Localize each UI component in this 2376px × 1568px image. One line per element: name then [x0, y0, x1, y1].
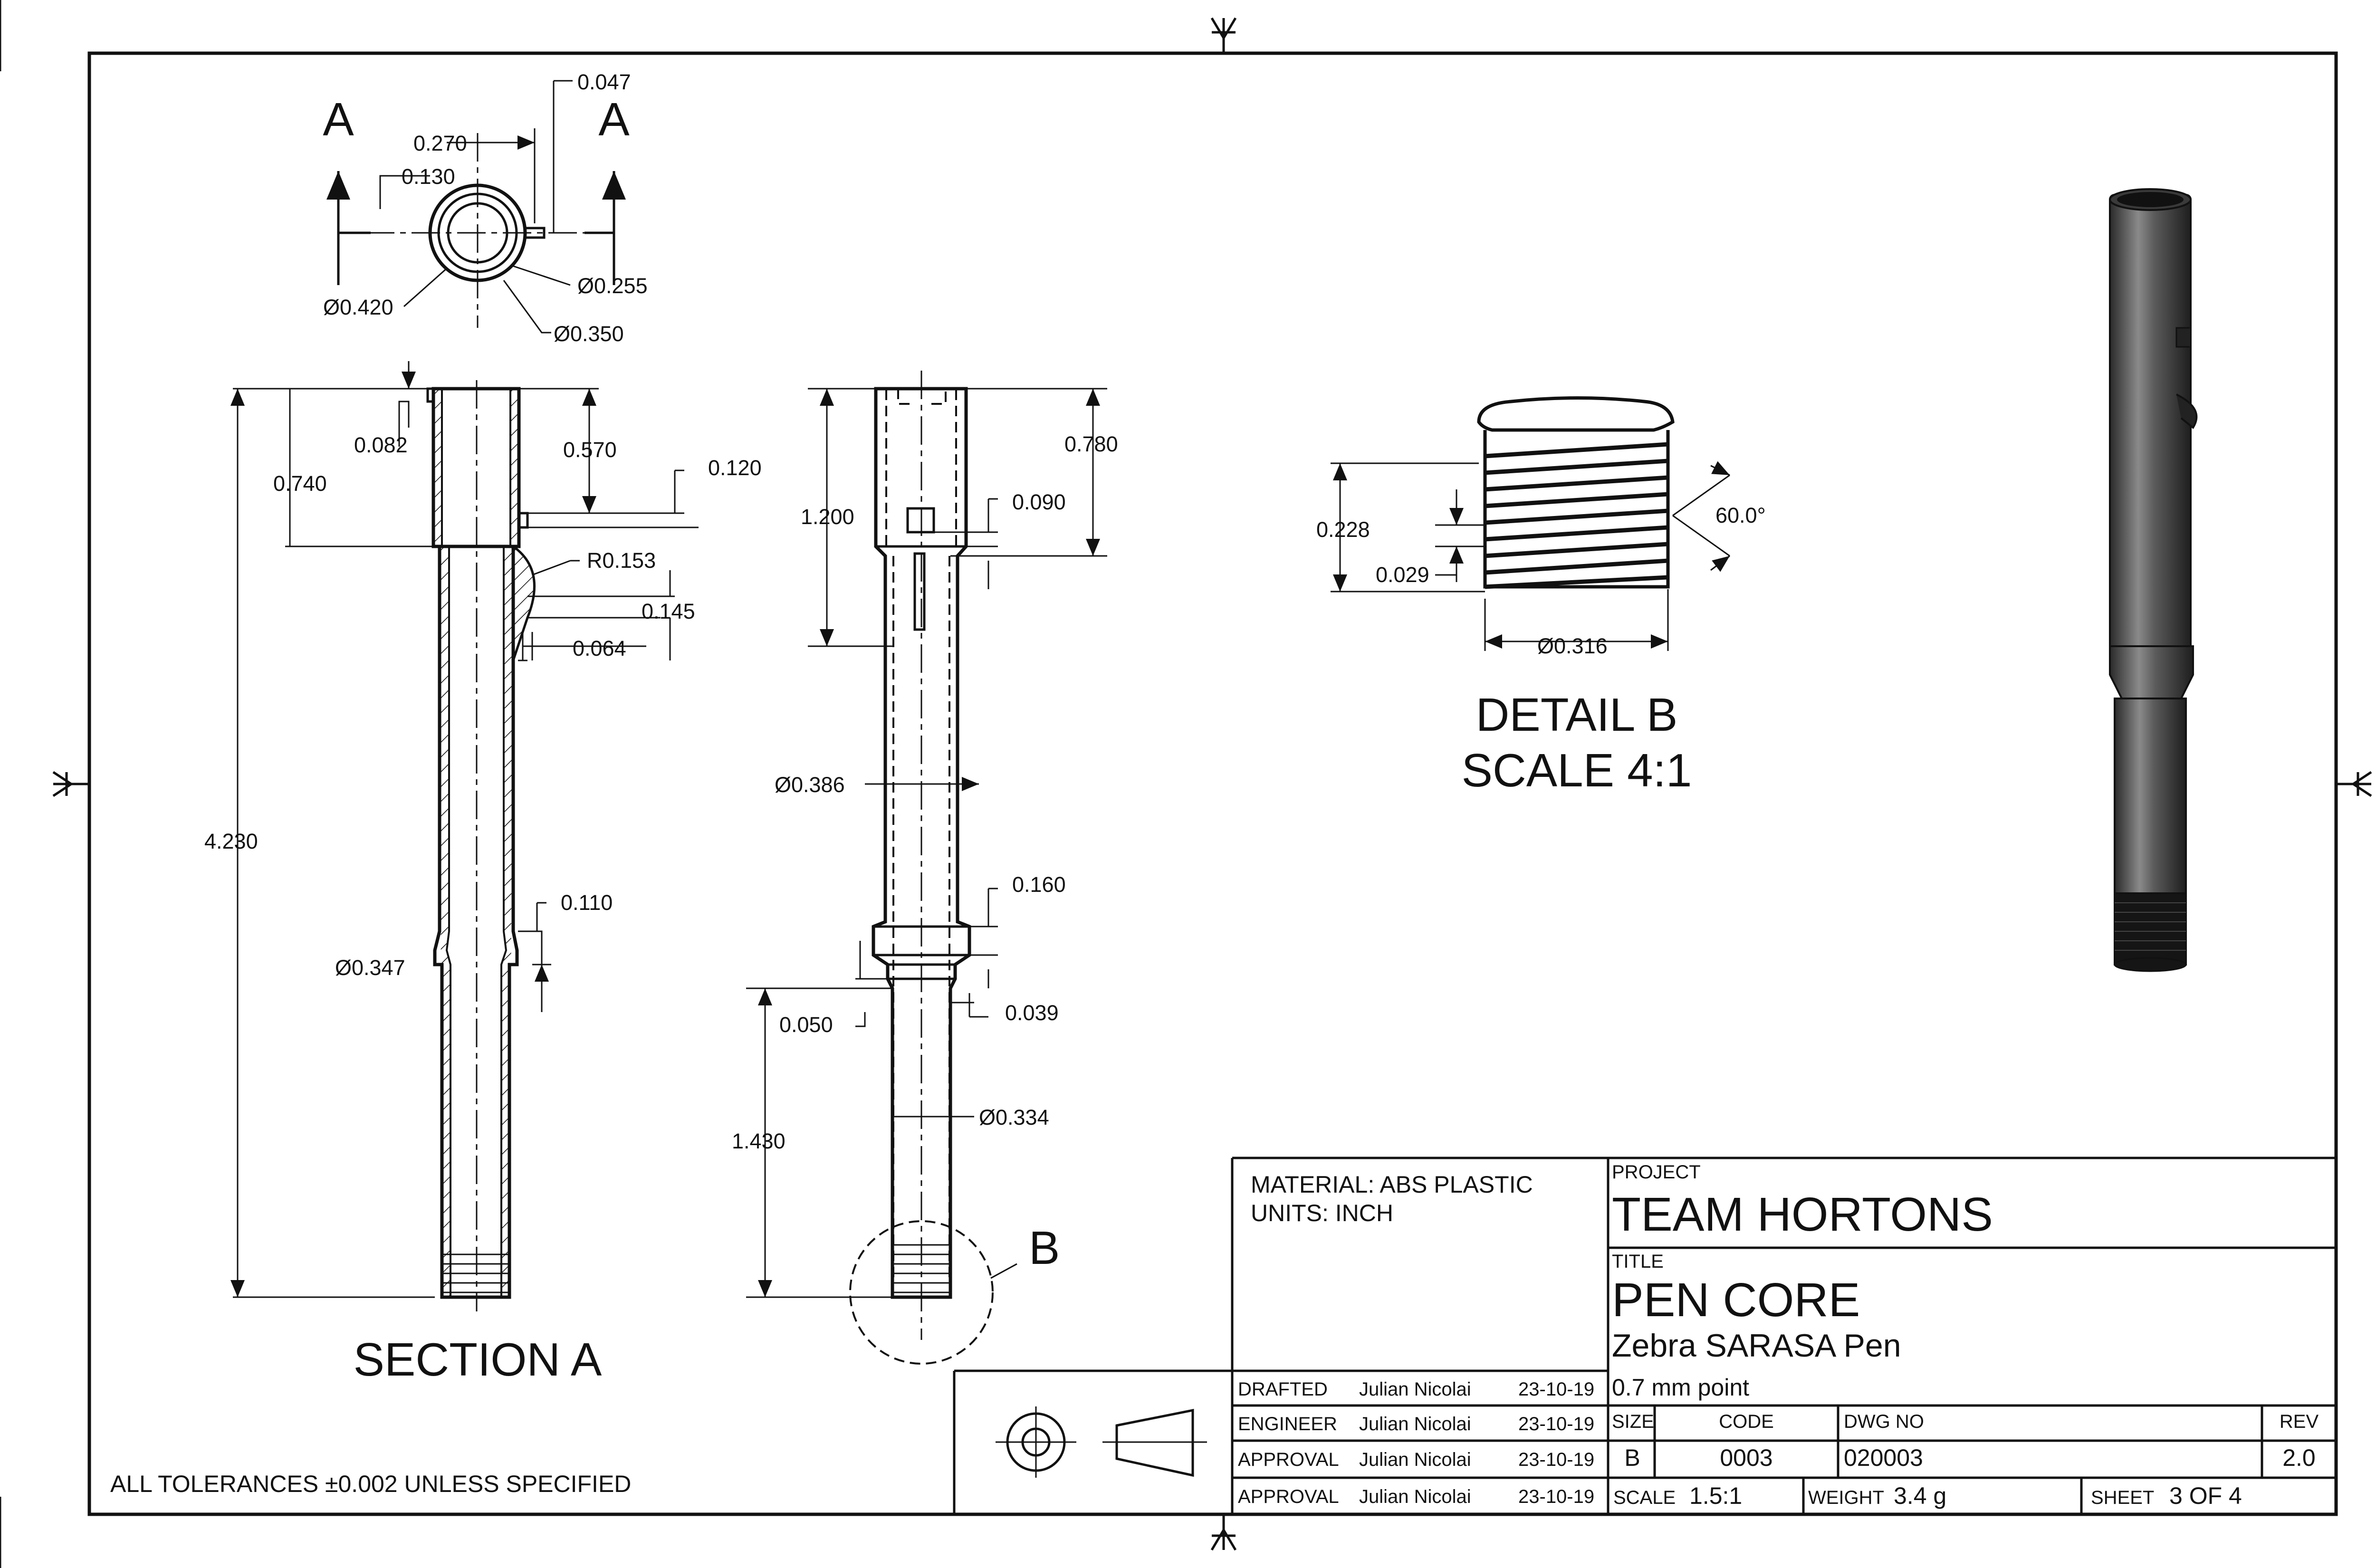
weight-label: WEIGHT — [1808, 1487, 1884, 1508]
detail-b-callout-letter: B — [1029, 1222, 1060, 1274]
dwg-no-label: DWG NO — [1844, 1411, 1924, 1432]
dim-0-082: 0.082 — [354, 433, 408, 457]
material-text: MATERIAL: ABS PLASTIC — [1251, 1171, 1533, 1198]
dim-0-570: 0.570 — [563, 438, 617, 462]
sheet-value: 3 OF 4 — [2169, 1482, 2242, 1509]
weight-value: 3.4 g — [1894, 1482, 1946, 1509]
dim-0-064: 0.064 — [573, 636, 626, 660]
units-text: UNITS: INCH — [1251, 1200, 1393, 1226]
right-center-marker — [2336, 771, 2372, 797]
approval1-label: APPROVAL — [1238, 1449, 1339, 1470]
dim-dia-0-316: Ø0.316 — [1537, 634, 1608, 658]
section-a-view — [230, 361, 699, 1311]
scale-value: 1.5:1 — [1689, 1482, 1742, 1509]
rev-label: REV — [2280, 1411, 2319, 1432]
drafted-date: 23-10-19 — [1518, 1379, 1594, 1400]
code-label: CODE — [1719, 1411, 1774, 1432]
detail-b-scale: SCALE 4:1 — [1462, 744, 1692, 796]
dim-0-145: 0.145 — [642, 599, 695, 623]
scale-label: SCALE — [1613, 1487, 1676, 1508]
drawing-subtitle: Zebra SARASA Pen — [1612, 1328, 1901, 1364]
dim-0-160: 0.160 — [1012, 872, 1066, 897]
title-block — [953, 1157, 2336, 1514]
size-value: B — [1624, 1444, 1640, 1471]
dim-0-047: 0.047 — [577, 70, 631, 94]
engineer-label: ENGINEER — [1238, 1414, 1337, 1434]
dim-0-039: 0.039 — [1005, 1001, 1059, 1025]
drawing-title: PEN CORE — [1612, 1273, 1860, 1327]
cut-letter-left: A — [323, 93, 354, 145]
dim-dia-0-334: Ø0.334 — [979, 1105, 1049, 1129]
sheet-label: SHEET — [2091, 1487, 2154, 1508]
point-note: 0.7 mm point — [1612, 1374, 1749, 1401]
engineer-date: 23-10-19 — [1518, 1414, 1594, 1434]
rev-value: 2.0 — [2282, 1444, 2316, 1471]
detail-b-view — [1331, 396, 1730, 651]
dim-0-270: 0.270 — [413, 131, 467, 155]
side-view — [746, 371, 1107, 1365]
dim-r-0-153: R0.153 — [587, 548, 656, 573]
dim-angle-60: 60.0° — [1715, 503, 1766, 527]
section-a-label: SECTION A — [354, 1333, 602, 1386]
pen-core-3d-render — [2109, 188, 2198, 972]
detail-b-callout-circle — [849, 1220, 994, 1365]
dim-0-120: 0.120 — [708, 456, 762, 480]
dim-dia-0-350: Ø0.350 — [554, 322, 624, 346]
dim-0-029: 0.029 — [1376, 563, 1429, 587]
drafted-name: Julian Nicolai — [1359, 1379, 1471, 1400]
cut-letter-right: A — [598, 93, 630, 145]
approval2-label: APPROVAL — [1238, 1486, 1339, 1507]
dim-dia-0-255: Ø0.255 — [577, 274, 648, 298]
dim-1-430: 1.430 — [732, 1129, 786, 1153]
dim-dia-0-420: Ø0.420 — [323, 295, 393, 319]
dim-0-740: 0.740 — [273, 471, 327, 496]
size-label: SIZE — [1612, 1411, 1654, 1432]
bottom-center-marker — [1210, 1514, 1237, 1551]
dim-1-200: 1.200 — [801, 505, 854, 529]
third-angle-projection-icon — [996, 1406, 1207, 1478]
dim-0-130: 0.130 — [402, 164, 455, 189]
detail-b-label: DETAIL B — [1476, 688, 1678, 741]
dim-dia-0-386: Ø0.386 — [775, 773, 845, 797]
top-view — [326, 80, 626, 334]
code-value: 0003 — [1720, 1444, 1772, 1471]
tolerance-note: ALL TOLERANCES ±0.002 UNLESS SPECIFIED — [110, 1471, 631, 1497]
left-center-marker — [52, 771, 89, 797]
dim-dia-0-347: Ø0.347 — [335, 956, 405, 980]
dim-0-110: 0.110 — [561, 890, 613, 915]
drafted-label: DRAFTED — [1238, 1379, 1328, 1400]
approval2-date: 23-10-19 — [1518, 1486, 1594, 1507]
dim-0-228: 0.228 — [1316, 517, 1370, 542]
dim-0-090: 0.090 — [1012, 490, 1066, 514]
engineer-name: Julian Nicolai — [1359, 1414, 1471, 1434]
approval2-name: Julian Nicolai — [1359, 1486, 1471, 1507]
dim-0-050: 0.050 — [779, 1013, 833, 1037]
project-label: PROJECT — [1612, 1162, 1701, 1183]
approval1-name: Julian Nicolai — [1359, 1449, 1471, 1470]
dim-4-230: 4.230 — [204, 829, 258, 853]
approval1-date: 23-10-19 — [1518, 1449, 1594, 1470]
dwg-no-value: 020003 — [1844, 1444, 1923, 1471]
project-name: TEAM HORTONS — [1612, 1188, 1993, 1241]
top-center-marker — [1210, 17, 1237, 53]
title-label: TITLE — [1612, 1251, 1664, 1272]
dim-0-780: 0.780 — [1064, 432, 1118, 456]
